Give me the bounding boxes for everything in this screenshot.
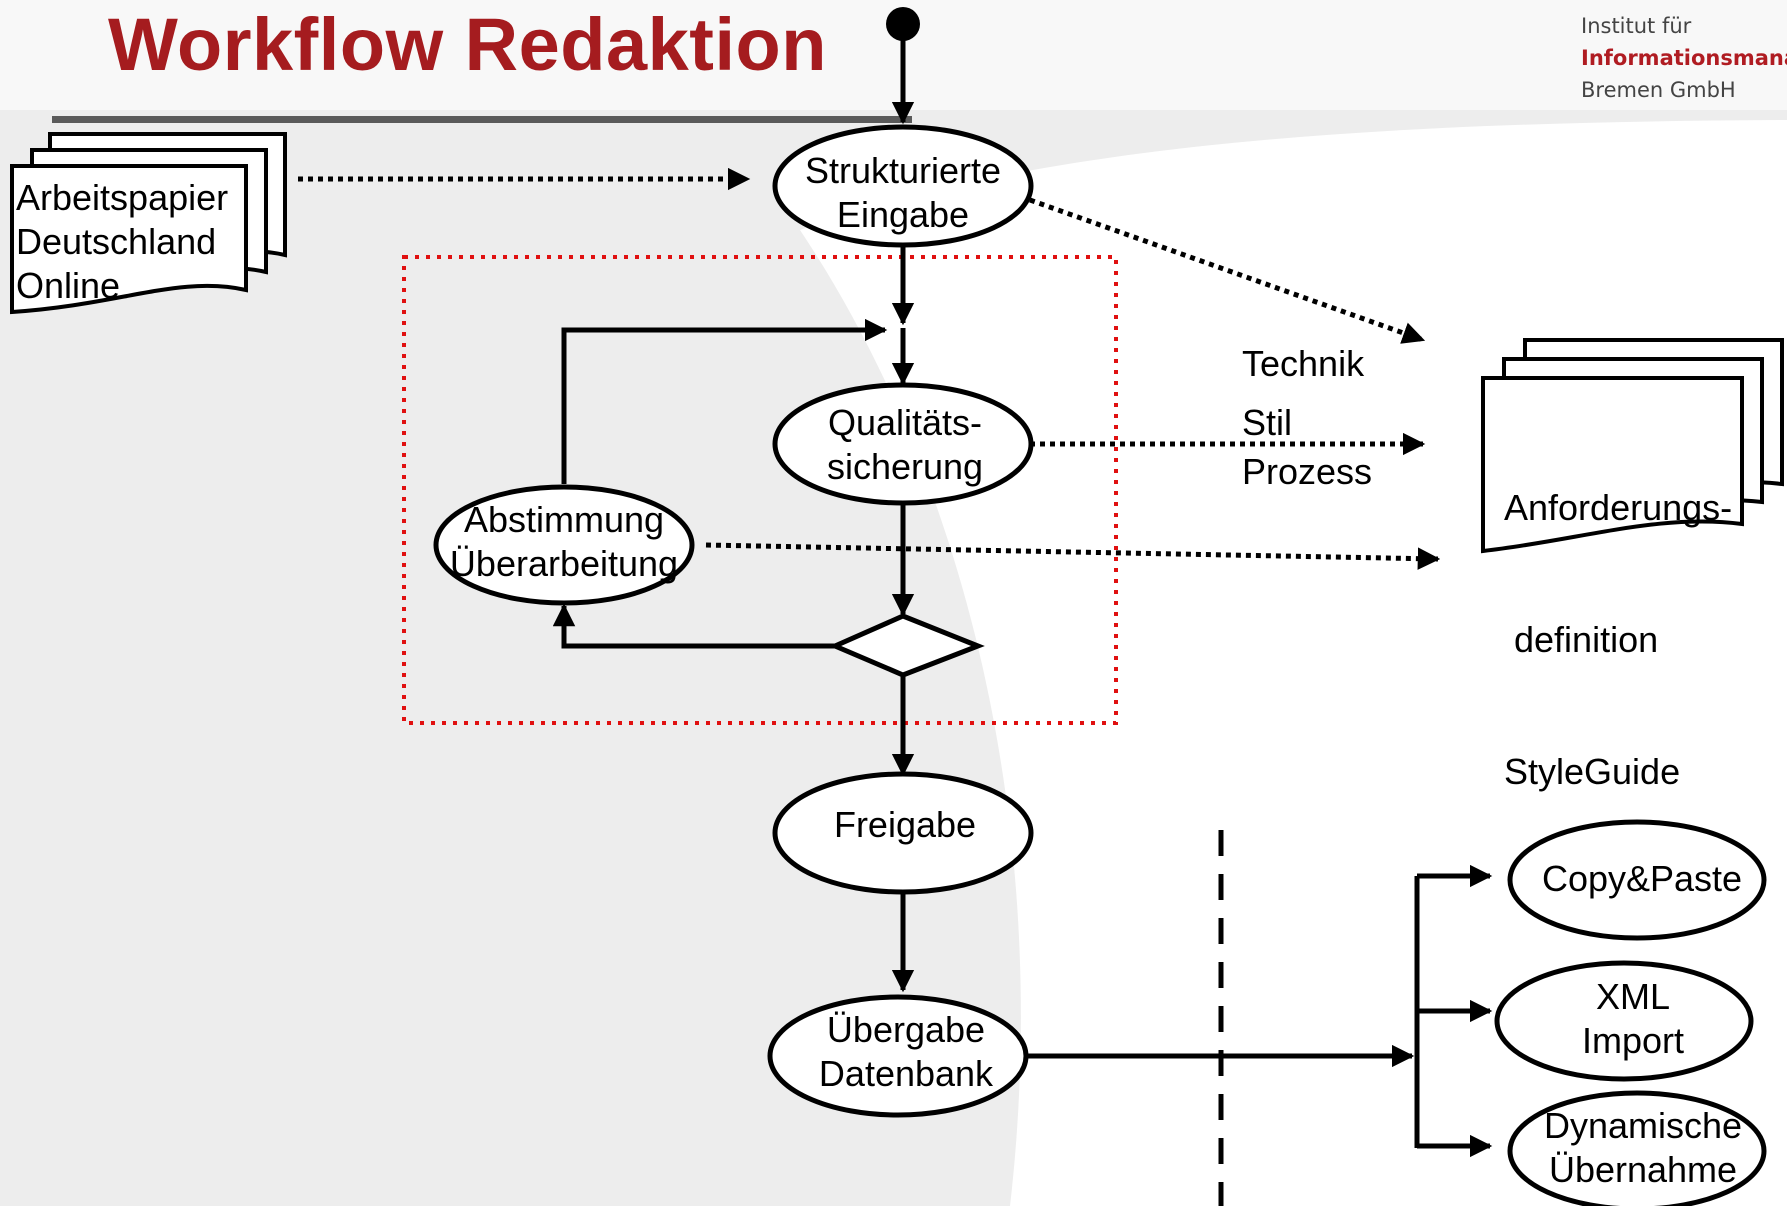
target-document-line-3: StyleGuide [1504, 751, 1681, 792]
copy-paste-label: Copy&Paste [1542, 857, 1742, 901]
edge-decision-review [552, 603, 835, 649]
decision-diamond [828, 613, 985, 678]
header-rule [52, 116, 912, 123]
source-document-line-2: Deutschland [16, 221, 217, 262]
xml-import-line-1: XML [1595, 976, 1671, 1017]
aspect-stil: Stil [1242, 402, 1293, 443]
dynamic-label: Dynamische Übernahme [1544, 1104, 1742, 1192]
logo-line-3: Bremen GmbH [1581, 78, 1736, 102]
xml-import-line-2: Import [1581, 1020, 1685, 1061]
db-transfer-line-1: Übergabe [826, 1009, 986, 1050]
node-structured-input [772, 124, 1034, 248]
release-line-1: Freigabe [833, 804, 977, 845]
process-nodes [433, 124, 1767, 1206]
source-document-line-1: Arbeitspapier [16, 177, 229, 218]
source-document-front [10, 164, 248, 315]
node-release [772, 771, 1034, 895]
reference-lines [298, 167, 1441, 570]
xml-import-label: XML Import [1582, 975, 1684, 1063]
review-line-2: Überarbeitung [449, 543, 679, 584]
structured-input-line-1: Strukturierte [804, 150, 1002, 191]
copy-paste-line-1: Copy&Paste [1541, 858, 1743, 899]
quality-assurance-line-1: Qualitäts- [827, 402, 983, 443]
aspect-prozess: Prozess [1242, 451, 1373, 492]
source-document-label: Arbeitspapier Deutschland Online [16, 176, 228, 308]
node-xml-import [1494, 960, 1754, 1082]
release-label: Freigabe [834, 803, 976, 847]
edge-review-loop [561, 318, 888, 484]
node-dynamic [1507, 1090, 1767, 1206]
source-document-stack [10, 132, 287, 315]
quality-assurance-label: Qualitäts- sicherung [827, 401, 983, 489]
target-document-front [1481, 376, 1744, 554]
background-top-band [0, 0, 1787, 110]
db-transfer-line-2: Datenbank [818, 1053, 994, 1094]
node-review [433, 484, 695, 606]
dynamic-line-1: Dynamische [1543, 1105, 1743, 1146]
target-document-line-2: definition [1504, 619, 1659, 660]
review-line-1: Abstimmung [463, 499, 665, 540]
target-document-stack [1481, 338, 1784, 554]
review-label: Abstimmung Überarbeitung [450, 498, 678, 586]
structured-input-label: Strukturierte Eingabe [805, 149, 1001, 237]
db-transfer-label: Übergabe Datenbank [819, 1008, 993, 1096]
institute-logo: Institut für Informationsmanagem Bremen … [1581, 10, 1787, 106]
structured-input-line-2: Eingabe [836, 194, 970, 235]
logo-line-1: Institut für [1581, 14, 1692, 38]
dynamic-line-2: Übernahme [1548, 1149, 1738, 1190]
target-document-line-1: Anforderungs- [1504, 487, 1733, 528]
source-document-line-3: Online [16, 265, 121, 306]
node-db-transfer [767, 994, 1029, 1118]
node-copy-paste [1507, 819, 1767, 941]
loop-region-box [402, 255, 1118, 725]
logo-line-2: Informationsmanagem [1581, 46, 1787, 70]
quality-assurance-line-2: sicherung [826, 446, 984, 487]
page-title: Workflow Redaktion [108, 3, 827, 86]
aspect-technik: Technik [1242, 343, 1365, 384]
target-document-label: Anforderungs- definition StyleGuide [1504, 398, 1732, 838]
node-quality-assurance [772, 382, 1034, 506]
start-node [886, 7, 920, 41]
edge-structured-styleguide [1029, 197, 1426, 344]
edge-review-styleguide [705, 542, 1441, 570]
